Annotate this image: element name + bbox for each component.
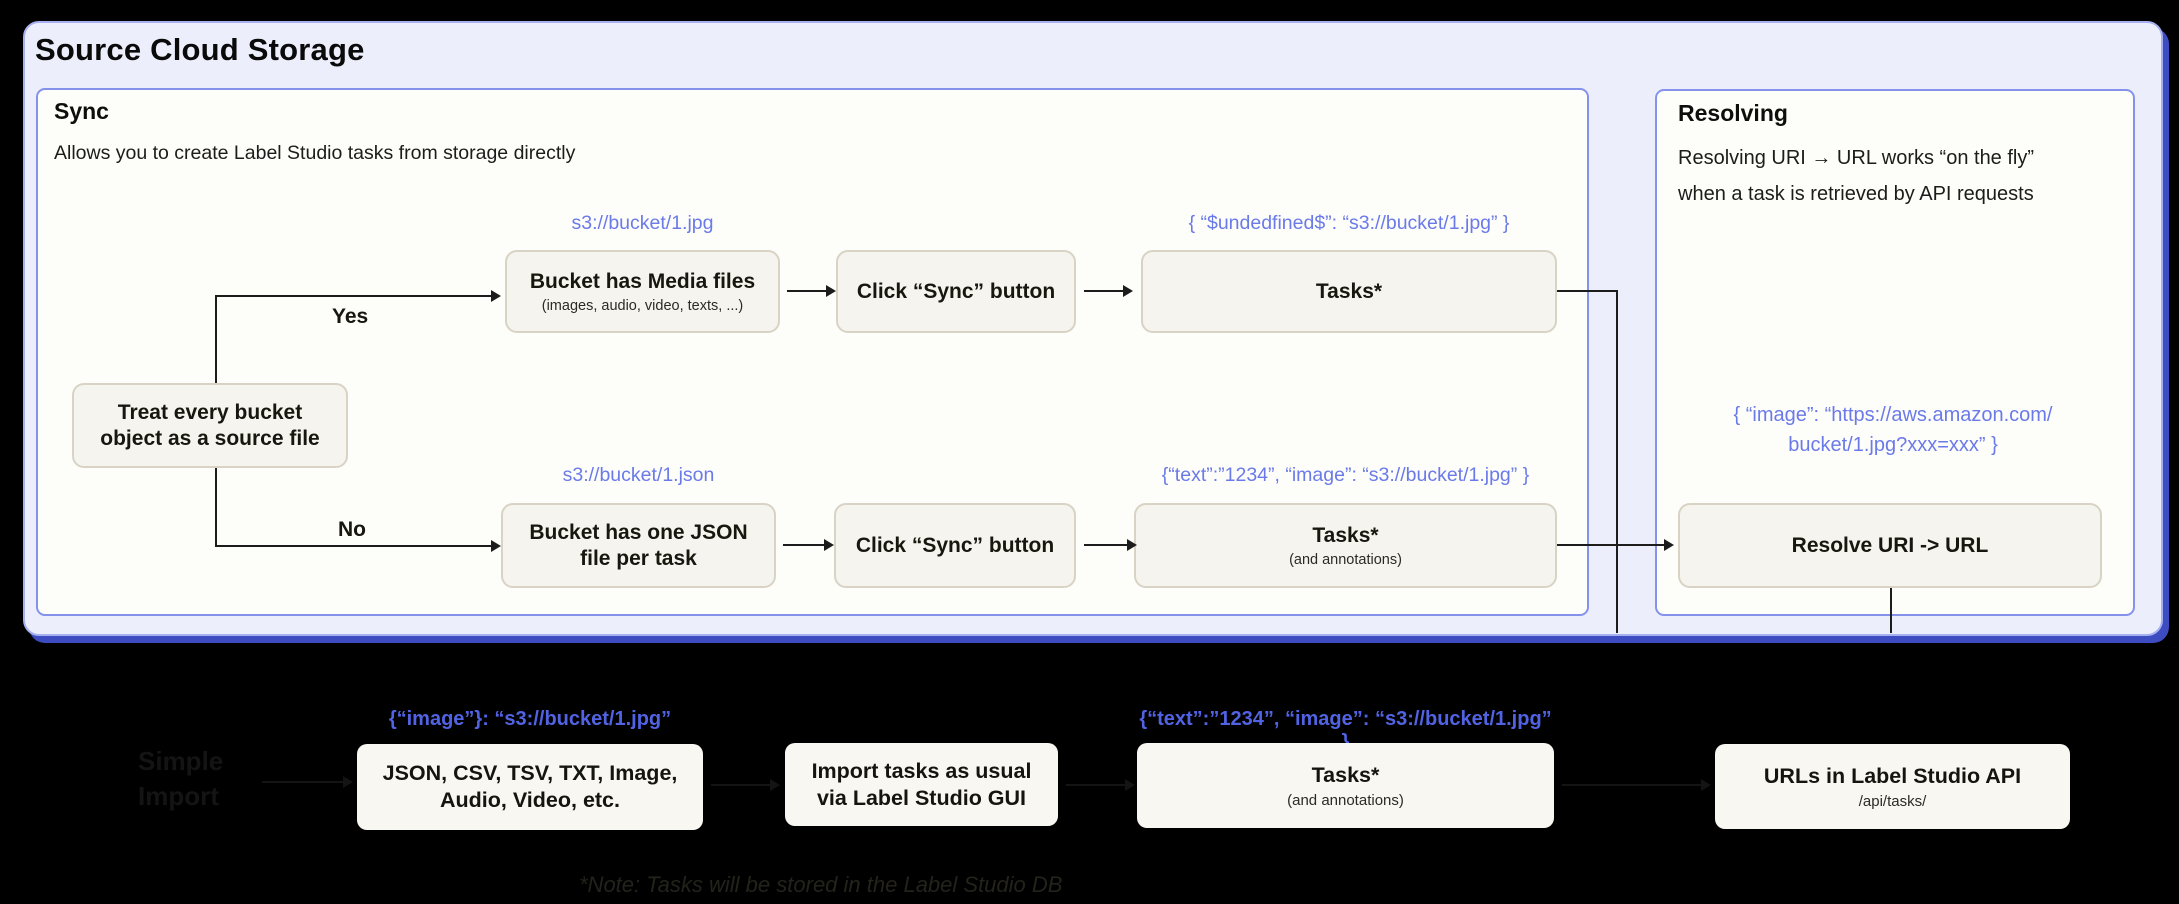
- resolving-json-label: { “image”: “https://aws.amazon.com/ buck…: [1663, 400, 2123, 460]
- box-import-gui-line2: via Label Studio GUI: [816, 785, 1027, 810]
- yes-label: Yes: [332, 305, 369, 328]
- no-branch-arrowhead-icon: [491, 540, 501, 552]
- box-click-sync-bottom-title: Click “Sync” button: [855, 533, 1055, 557]
- resolving-json-line1: { “image”: “https://aws.amazon.com/: [1733, 404, 2053, 426]
- box-bucket-json: Bucket has one JSON file per task: [501, 503, 776, 588]
- resolving-panel-title: Resolving: [1678, 100, 1788, 126]
- box-file-formats: JSON, CSV, TSV, TXT, Image, Audio, Video…: [357, 744, 703, 830]
- no-branch-hline: [215, 545, 491, 547]
- arrow-media-to-sync-line: [787, 290, 827, 292]
- box-urls-api: URLs in Label Studio API /api/tasks/: [1715, 744, 2070, 829]
- box-click-sync-top-title: Click “Sync” button: [856, 279, 1056, 303]
- arrow-sync-to-tasks2-head-icon: [1127, 539, 1137, 551]
- box-bucket-media-files-sub: (images, audio, video, texts, ...): [541, 298, 744, 314]
- tasks-connector-vline: [1616, 290, 1618, 633]
- uri-label-json: s3://bucket/1.json: [562, 464, 715, 486]
- yes-branch-arrowhead-icon: [491, 290, 501, 302]
- arrow-formats-to-gui-head-icon: [770, 779, 780, 791]
- box-bucket-media-files-title: Bucket has Media files: [529, 270, 756, 293]
- arrow-tasks-to-urls-head-icon: [1701, 779, 1711, 791]
- box-resolve-uri-url: Resolve URI -> URL: [1678, 503, 2102, 588]
- arrow-tasks-to-urls-line: [1562, 784, 1702, 786]
- arrow-gui-to-tasks-head-icon: [1125, 779, 1135, 791]
- box-click-sync-top: Click “Sync” button: [836, 250, 1076, 333]
- box-file-formats-line2: Audio, Video, etc.: [440, 788, 620, 812]
- box-bucket-media-files: Bucket has Media files (images, audio, v…: [505, 250, 780, 333]
- box-bucket-json-line1: Bucket has one JSON: [529, 520, 748, 544]
- box-bucket-json-line2: file per task: [580, 546, 697, 570]
- decision-box-treat-bucket: Treat every bucket object as a source fi…: [72, 383, 348, 468]
- page-title: Source Cloud Storage: [35, 32, 365, 67]
- simple-import-ghost-label: Simple Import: [138, 744, 223, 814]
- arrow-sync-to-tasks2-line: [1084, 544, 1128, 546]
- box-tasks-bottom-sub: (and annotations): [1289, 552, 1402, 568]
- json-label-text-image: {“text”:”1234”, “image”: “s3://bucket/1.…: [1161, 464, 1530, 486]
- uri-label-media: s3://bucket/1.jpg: [571, 212, 714, 234]
- tasks-connector-hline: [1557, 290, 1618, 292]
- arrow-media-to-sync-head-icon: [826, 285, 836, 297]
- resolving-desc-line2: when a task is retrieved by API requests: [1678, 183, 2034, 205]
- yes-branch-hline: [215, 295, 491, 297]
- box-click-sync-bottom: Click “Sync” button: [834, 503, 1076, 588]
- sync-panel-subtitle: Allows you to create Label Studio tasks …: [54, 142, 576, 164]
- arrow-sync-to-tasks-head-icon: [1123, 285, 1133, 297]
- decision-box-line2: object as a source file: [100, 426, 320, 450]
- footnote-text: *Note: Tasks will be stored in the Label…: [579, 872, 1063, 897]
- box-resolve-uri-url-title: Resolve URI -> URL: [1791, 533, 1989, 557]
- arrow-ghost-to-formats-line: [262, 781, 344, 783]
- box-tasks-top: Tasks*: [1141, 250, 1557, 333]
- box-file-formats-line1: JSON, CSV, TSV, TXT, Image,: [382, 761, 678, 785]
- arrow-sync-to-tasks-line: [1084, 290, 1124, 292]
- arrow-json-to-sync-head-icon: [824, 539, 834, 551]
- resolve-down-vline: [1890, 588, 1892, 633]
- arrow-formats-to-gui-line: [711, 784, 771, 786]
- json-label-tasks-bottom: {“text”:”1234”, “image”: “s3://bucket/1.…: [1139, 708, 1552, 753]
- box-import-gui: Import tasks as usual via Label Studio G…: [785, 743, 1058, 826]
- decision-box-line1: Treat every bucket: [117, 400, 303, 424]
- sync-panel-title: Sync: [54, 98, 109, 124]
- box-tasks-db: Tasks* (and annotations): [1137, 743, 1554, 828]
- arrow-ghost-to-formats-head-icon: [343, 776, 353, 788]
- resolving-json-line2: bucket/1.jpg?xxx=xxx” }: [1788, 434, 1998, 456]
- resolving-desc-line1: Resolving URI → URL works “on the fly”: [1678, 147, 2035, 169]
- json-label-import-image: {“image”}: “s3://bucket/1.jpg”: [388, 708, 672, 730]
- no-branch-vline: [215, 468, 217, 547]
- arrow-json-to-sync-line: [783, 544, 825, 546]
- box-tasks-db-sub: (and annotations): [1287, 792, 1404, 809]
- box-tasks-bottom-title: Tasks*: [1312, 524, 1379, 547]
- box-urls-api-sub: /api/tasks/: [1858, 793, 1927, 810]
- json-label-undefined: { “$undedfined$”: “s3://bucket/1.jpg” }: [1188, 212, 1510, 234]
- arrow-gui-to-tasks-line: [1066, 784, 1126, 786]
- arrow-tasks-to-resolve-line: [1557, 544, 1665, 546]
- simple-import-line2: Import: [138, 781, 219, 811]
- arrow-tasks-to-resolve-head-icon: [1664, 539, 1674, 551]
- box-import-gui-line1: Import tasks as usual: [811, 758, 1032, 783]
- box-tasks-db-title: Tasks*: [1311, 763, 1380, 787]
- box-tasks-bottom: Tasks* (and annotations): [1134, 503, 1557, 588]
- simple-import-line1: Simple: [138, 746, 224, 776]
- box-urls-api-title: URLs in Label Studio API: [1763, 764, 2022, 788]
- resolving-panel-desc: Resolving URI → URL works “on the fly” w…: [1678, 140, 2108, 212]
- box-tasks-top-title: Tasks*: [1315, 279, 1383, 303]
- no-label: No: [338, 518, 366, 541]
- yes-branch-vline: [215, 296, 217, 383]
